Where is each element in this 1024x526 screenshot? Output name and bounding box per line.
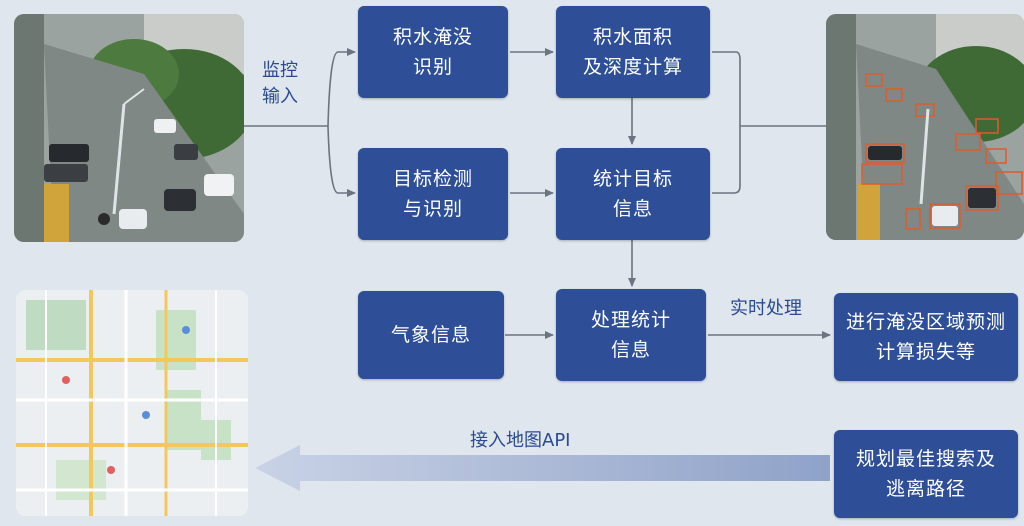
monitor-input-label: 监控 输入 [262,60,298,107]
arrow-to-object-detection [327,125,356,197]
process-stats-box: 处理统计 信息 [556,289,706,381]
detection-result-photo [826,14,1024,240]
object-detection-box: 目标检测 与识别 [358,148,508,240]
flood-recognition-box: 积水淹没 识别 [358,6,508,98]
map-api-label: 接入地图API [470,430,571,451]
detection-result-image [826,14,1024,240]
map-image [16,290,248,516]
predict-box: 进行淹没区域预测 计算损失等 [834,293,1018,381]
map-graphic [16,290,248,516]
route-box: 规划最佳搜索及 逃离路径 [834,430,1018,518]
flood-street-photo [14,14,244,242]
weather-box: 气象信息 [358,291,504,379]
area-depth-box: 积水面积 及深度计算 [556,6,710,98]
stat-info-box: 统计目标 信息 [556,148,710,240]
bracket-right [712,51,741,194]
realtime-label: 实时处理 [730,298,802,319]
flood-street-image [14,14,244,242]
arrow-to-flood-recognition [327,48,356,127]
map-api-arrow [255,445,830,491]
